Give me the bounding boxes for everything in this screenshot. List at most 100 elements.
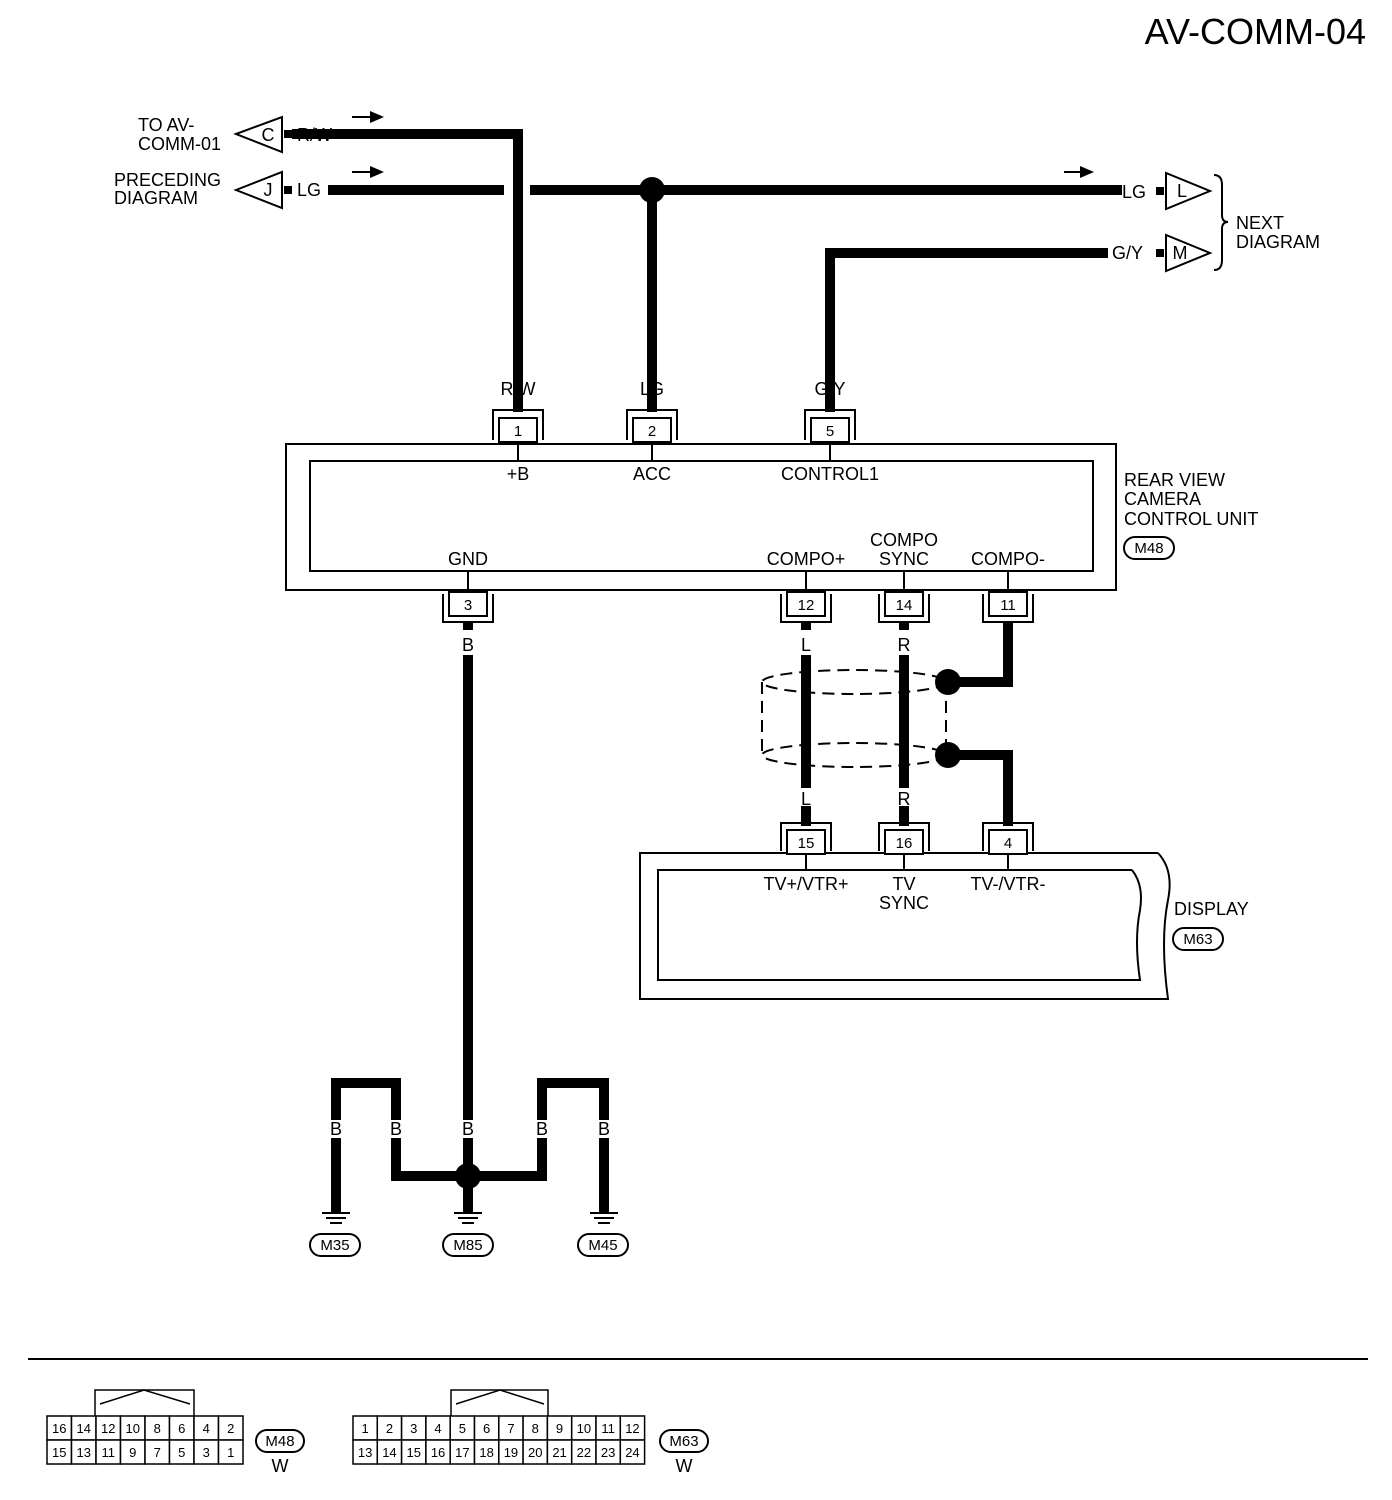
pin-box-4: 4 — [982, 822, 1034, 870]
connector-cell-number: 13 — [358, 1445, 372, 1460]
connector-cell-number: 3 — [410, 1421, 417, 1436]
wire-stub — [513, 402, 523, 412]
connector-badge-m63: M63 — [1172, 927, 1224, 951]
connector-cell — [546, 1439, 573, 1465]
signal-label-tv-sync-line2: SYNC — [879, 893, 929, 913]
connector-cell-number: 8 — [532, 1421, 539, 1436]
connector-cell-number: 7 — [154, 1445, 161, 1460]
next-diagram-label-line2: DIAGRAM — [1236, 232, 1320, 252]
display-name: DISPLAY — [1174, 899, 1249, 919]
off-page-arrow-j-icon — [233, 170, 283, 210]
connector-cell-number: 10 — [577, 1421, 591, 1436]
pin-box-2: 2 — [626, 409, 678, 461]
signal-label-tv-minus: TV-/VTR- — [971, 874, 1046, 894]
connector-terminal — [284, 130, 292, 138]
connector-cell-number: 7 — [507, 1421, 514, 1436]
to-av-label-line1: TO AV- — [138, 115, 194, 135]
connector-color-m48: W — [272, 1456, 289, 1476]
svg-text:M63: M63 — [669, 1433, 698, 1450]
connector-cell — [522, 1415, 549, 1441]
wire-shield-to-pin-11 — [948, 622, 1013, 687]
connector-cell — [619, 1439, 646, 1465]
connector-cell-number: 11 — [102, 1445, 116, 1460]
signal-label-tv-sync-line1: TV — [892, 874, 915, 894]
off-page-connector-to-av-comm-01: TO AV- COMM-01 C R/W — [138, 111, 384, 154]
unit-outer-frame — [285, 443, 1117, 591]
connector-cell-number: 5 — [459, 1421, 466, 1436]
wire-gy — [825, 248, 1108, 402]
svg-text:M48: M48 — [265, 1433, 294, 1450]
ground-badge-m35: M35 — [309, 1233, 361, 1257]
off-page-arrow-c-icon — [233, 115, 283, 154]
display-inner-frame — [657, 869, 1142, 981]
off-page-connector-preceding: PRECEDING DIAGRAM J LG — [114, 166, 384, 210]
connector-cell-number: 8 — [154, 1421, 161, 1436]
connector-cell — [498, 1415, 524, 1441]
pin-box-1: 1 — [492, 409, 544, 461]
connector-cell — [193, 1439, 220, 1465]
off-page-connector-next-m: G/Y M — [1112, 233, 1213, 273]
pin-number-3: 3 — [464, 597, 472, 614]
ground-badge-m45: M45 — [577, 1233, 629, 1257]
connector-cell-number: 15 — [407, 1445, 421, 1460]
connector-cell-number: 4 — [434, 1421, 441, 1436]
connector-badge-m48-view: M48 — [255, 1429, 305, 1453]
arrow-right-icon — [352, 166, 384, 178]
connector-cell-number: 16 — [431, 1445, 445, 1460]
connector-cell-number: 16 — [52, 1421, 66, 1436]
connector-color-m63: W — [676, 1456, 693, 1476]
off-page-arrow-l-icon — [1165, 171, 1213, 211]
preceding-label-line2: DIAGRAM — [114, 188, 198, 208]
connector-cell-number: 3 — [203, 1445, 210, 1460]
connector-cell-number: 11 — [601, 1421, 615, 1436]
svg-text:M35: M35 — [320, 1237, 349, 1254]
wire-label-b-1: B — [330, 1119, 342, 1139]
off-page-letter-j: J — [264, 180, 273, 200]
pin-number-5: 5 — [826, 423, 834, 440]
signal-label-control1: CONTROL1 — [781, 464, 879, 484]
to-av-label-line2: COMM-01 — [138, 134, 221, 154]
off-page-letter-l: L — [1177, 181, 1187, 201]
wire-label-l-bottom: L — [801, 789, 811, 809]
arrow-right-icon — [352, 111, 384, 123]
connector-cell-number: 4 — [203, 1421, 210, 1436]
connector-cell-number: 12 — [625, 1421, 639, 1436]
svg-text:M48: M48 — [1134, 540, 1163, 557]
svg-text:M85: M85 — [453, 1237, 482, 1254]
pin-box-15: 15 — [780, 822, 832, 870]
connector-cell — [352, 1439, 379, 1465]
connector-cell-number: 12 — [101, 1421, 115, 1436]
wire-b-right — [468, 1078, 609, 1212]
connector-latch-peak — [455, 1389, 545, 1405]
signal-label-compo-plus: COMPO+ — [767, 549, 846, 569]
connector-cell-number: 23 — [601, 1445, 615, 1460]
pin-number-14: 14 — [896, 597, 913, 614]
wire-rw — [292, 129, 523, 402]
connector-cell-number: 20 — [528, 1445, 542, 1460]
connector-terminal — [284, 186, 292, 194]
connector-cell-number: 21 — [552, 1445, 566, 1460]
connector-cell-number: 24 — [625, 1445, 639, 1460]
connector-cell-number: 10 — [126, 1421, 140, 1436]
ground-splice — [455, 1163, 481, 1189]
pin-box-16: 16 — [878, 822, 930, 870]
connector-cell-number: 14 — [382, 1445, 396, 1460]
connector-cell — [595, 1439, 622, 1465]
unit-name-line3: CONTROL UNIT — [1124, 509, 1258, 529]
next-diagram-brace — [1213, 174, 1229, 271]
ground-symbol-icon — [454, 1212, 482, 1224]
connector-cell — [217, 1439, 244, 1465]
signal-label-tv-plus: TV+/VTR+ — [763, 874, 848, 894]
connector-cell — [400, 1439, 427, 1465]
connector-latch — [450, 1389, 549, 1416]
pin-number-11: 11 — [1000, 597, 1016, 614]
pin-box-5: 5 — [804, 409, 856, 461]
display-unit: 15 16 4 TV+/VTR+ TV SYNC TV-/VTR- — [639, 822, 1171, 1000]
svg-text:M45: M45 — [588, 1237, 617, 1254]
connector-cell — [425, 1439, 451, 1465]
connector-cell-number: 1 — [362, 1421, 369, 1436]
display-outer-frame — [639, 852, 1171, 1000]
connector-terminal — [1156, 249, 1164, 257]
signal-label-acc: ACC — [633, 464, 671, 484]
